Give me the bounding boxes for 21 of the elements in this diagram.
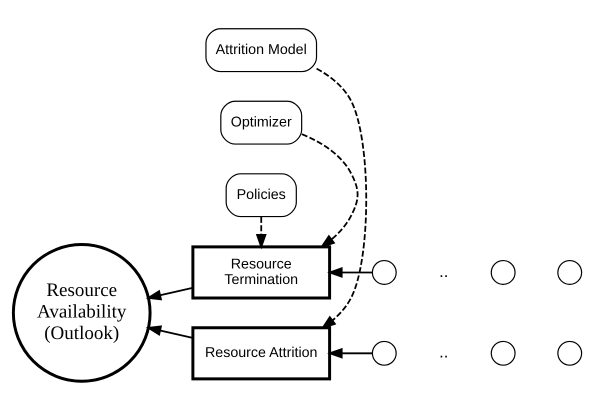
arrow <box>327 266 372 278</box>
node-circle <box>372 340 397 366</box>
arrow <box>316 67 368 329</box>
arrow <box>327 347 372 358</box>
node-box: Attrition Model <box>205 28 318 72</box>
node-box: Resource Termination <box>191 244 332 299</box>
arrow <box>146 286 193 300</box>
label: .. <box>439 261 448 280</box>
node-circle <box>372 259 397 284</box>
arrow <box>302 132 358 248</box>
node-circle <box>557 259 582 284</box>
node-circle <box>490 259 516 284</box>
node-box: Policies <box>226 172 297 217</box>
node-circle <box>557 340 582 366</box>
node-circle <box>490 340 516 366</box>
label: .. <box>439 342 448 362</box>
arrow <box>146 324 193 338</box>
node-box: Resource Attrition <box>191 326 332 380</box>
node-circle: Resource Availability (Outlook) <box>12 242 152 382</box>
node-box: Optimizer <box>220 100 302 144</box>
arrow <box>256 216 267 250</box>
